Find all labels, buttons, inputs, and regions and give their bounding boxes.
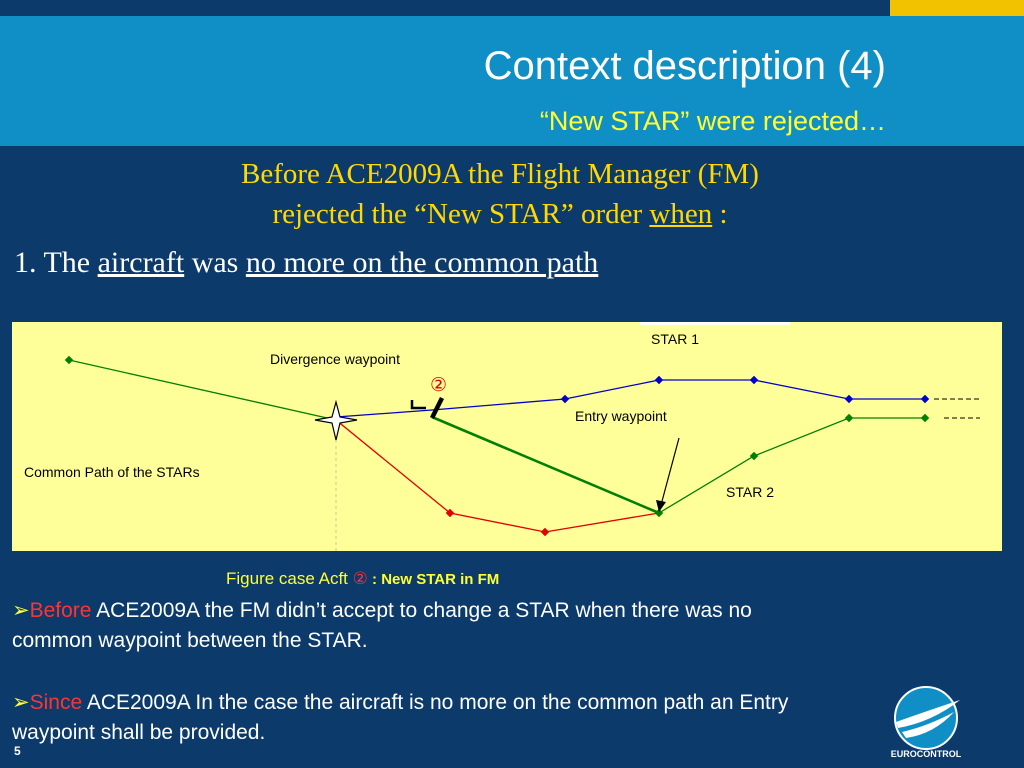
eurocontrol-logo-svg xyxy=(894,686,960,750)
point-was: was xyxy=(191,246,239,279)
waypoint-star2-2 xyxy=(844,413,854,423)
para-since-key: Since xyxy=(29,691,83,714)
star1-label-strip xyxy=(640,322,790,325)
new-star-thick-line xyxy=(431,415,660,515)
bullet-arrow-icon: ➢ xyxy=(12,691,30,714)
caption-prefix: Figure case Acft xyxy=(226,569,353,588)
slide-header: Context description (4) “New STAR” were … xyxy=(0,16,1024,146)
red-path-line xyxy=(335,419,660,533)
waypoint-red-1 xyxy=(445,508,455,518)
label-common-path: Common Path of the STARs xyxy=(24,464,200,480)
figure-caption: Figure case Acft ② : New STAR in FM xyxy=(226,569,499,589)
eurocontrol-logo-icon xyxy=(884,682,968,764)
waypoint-red-2 xyxy=(540,527,550,537)
point-1: 1. The aircraft was no more on the commo… xyxy=(14,246,598,280)
paragraph-before: ➢Before ACE2009A the FM didn’t accept to… xyxy=(12,596,812,656)
entry-pointer-arrowhead-icon xyxy=(656,500,666,512)
logo-swoosh-upper xyxy=(896,700,960,728)
point-number: 1. xyxy=(14,246,37,279)
circled-two-marker: ② xyxy=(430,375,448,396)
waypoint-star1-1 xyxy=(560,394,570,404)
star-diagram-svg xyxy=(64,322,980,551)
para-before-key: Before xyxy=(29,599,92,622)
page-number: 5 xyxy=(14,744,21,758)
point-aircraft: aircraft xyxy=(97,246,185,279)
paragraph-since: ➢Since ACE2009A In the case the aircraft… xyxy=(12,688,812,748)
aircraft-icon xyxy=(429,396,445,420)
waypoint-star1-5 xyxy=(920,394,930,404)
waypoint-common-start xyxy=(64,355,74,365)
label-star2: STAR 2 xyxy=(726,484,774,500)
caption-suffix: : New STAR in FM xyxy=(367,571,500,588)
headline-line-1: Before ACE2009A the Flight Manager (FM) xyxy=(241,158,759,190)
headline-when: when xyxy=(649,198,713,230)
slide-subtitle: “New STAR” were rejected… xyxy=(539,106,886,136)
label-star1: STAR 1 xyxy=(651,331,699,347)
gold-accent xyxy=(890,0,1024,16)
waypoint-star1-2 xyxy=(654,375,664,385)
waypoint-star2-3 xyxy=(920,413,930,423)
point-the: The xyxy=(43,246,91,279)
star2-line xyxy=(658,417,925,514)
waypoint-star1-4 xyxy=(844,394,854,404)
logo-text: EUROCONTROL xyxy=(890,749,962,759)
star-diagram: STAR 1 Divergence waypoint ② Entry waypo… xyxy=(12,322,1002,551)
waypoint-markers xyxy=(64,355,930,537)
logo-ring xyxy=(894,686,958,750)
para-since-text: ACE2009A In the case the aircraft is no … xyxy=(12,691,789,744)
logo-swoosh-lower xyxy=(902,712,954,738)
waypoint-star1-3 xyxy=(749,375,759,385)
headline-line-2: rejected the “New STAR” order when : xyxy=(0,198,1000,231)
label-entry-waypoint: Entry waypoint xyxy=(575,408,667,424)
caption-marker: ② xyxy=(352,569,368,588)
common-path-line xyxy=(68,359,337,421)
headline-prefix: rejected the “New STAR” order xyxy=(272,198,650,230)
waypoint-star2-1 xyxy=(749,451,759,461)
headline-suffix: : xyxy=(712,198,728,230)
divergence-waypoint-star-icon xyxy=(314,399,358,441)
top-strip xyxy=(0,0,1024,16)
label-divergence-waypoint: Divergence waypoint xyxy=(270,351,400,367)
para-before-text: ACE2009A the FM didn’t accept to change … xyxy=(12,599,752,652)
aircraft-bracket-icon xyxy=(410,400,426,410)
slide-title: Context description (4) xyxy=(483,44,886,88)
point-no-more: no more on the common path xyxy=(245,246,599,279)
bullet-arrow-icon: ➢ xyxy=(12,599,30,622)
entry-pointer-line xyxy=(660,437,680,506)
